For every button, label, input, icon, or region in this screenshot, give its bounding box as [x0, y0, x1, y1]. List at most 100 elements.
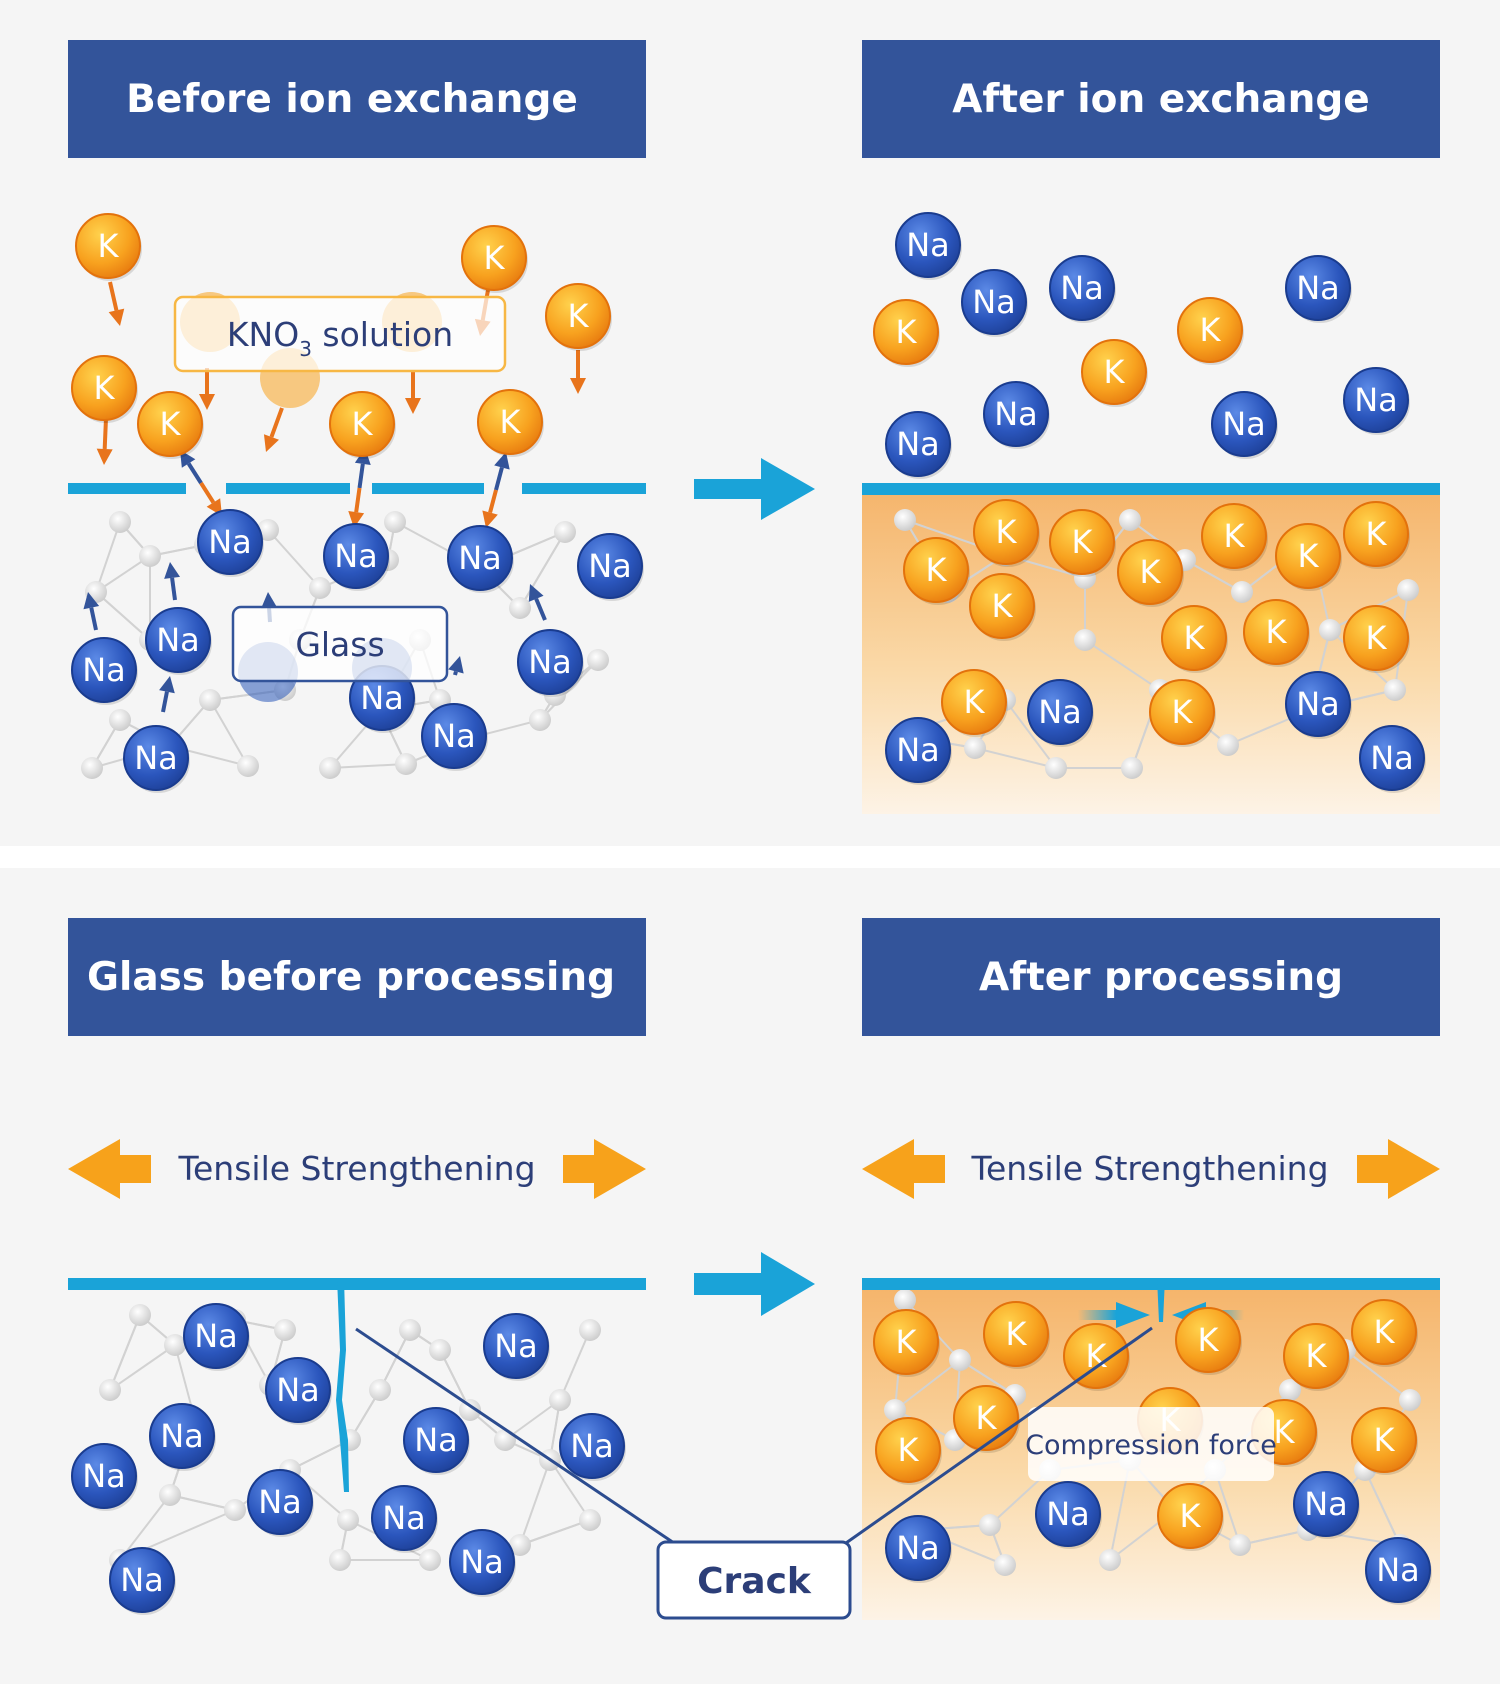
glass-node — [395, 753, 417, 775]
ion-label: Na — [1038, 693, 1082, 731]
ion-label: K — [1374, 1313, 1396, 1351]
potassium-ion: K — [1343, 501, 1410, 569]
ion-label: K — [1366, 515, 1388, 553]
exchange-arrow — [482, 452, 510, 528]
crack-callout: Crack — [656, 1540, 852, 1620]
ion-label: Na — [208, 523, 252, 561]
glass-node — [1319, 619, 1341, 641]
glass-node — [1397, 579, 1419, 601]
potassium-ion: K — [1157, 1483, 1224, 1551]
potassium-ion: K — [329, 391, 396, 459]
glass-surface-bottom-right — [862, 1278, 1440, 1290]
ion-label: K — [500, 403, 522, 441]
potassium-ion: K — [75, 213, 142, 281]
ion-label: Na — [156, 621, 200, 659]
potassium-ion: K — [983, 1301, 1050, 1369]
na-arrow-up — [528, 584, 547, 621]
ion-label: Na — [588, 547, 632, 585]
glass-bond — [974, 747, 1057, 769]
glass-node — [384, 511, 406, 533]
potassium-ion: K — [1177, 297, 1244, 365]
ion-label: Na — [906, 226, 950, 264]
title-glass-before-processing-text: Glass before processing — [87, 955, 615, 1000]
potassium-ion: K — [1175, 1307, 1242, 1375]
potassium-ion: K — [545, 283, 612, 351]
title-before-ion-exchange-text: Before ion exchange — [126, 77, 578, 122]
sodium-ion: Na — [403, 1407, 470, 1475]
k-arrow-down — [199, 368, 215, 410]
glass-surface-top-left — [68, 483, 646, 494]
sodium-ion: Na — [1359, 725, 1426, 793]
potassium-ion: K — [953, 1385, 1020, 1453]
glass-bond — [549, 1459, 591, 1521]
glass-bond — [1239, 1529, 1309, 1546]
glass-bond — [504, 1399, 561, 1441]
glass-bond — [95, 521, 121, 593]
glass-node — [1074, 629, 1096, 651]
glass-callout: Glass — [231, 605, 449, 683]
glass-bond — [1084, 639, 1161, 691]
ion-label: Na — [360, 679, 404, 717]
glass-node — [257, 519, 279, 541]
transition-arrow-top — [694, 458, 815, 520]
ion-label: Na — [134, 739, 178, 777]
sodium-ion: Na — [323, 523, 390, 591]
ion-label: Na — [258, 1483, 302, 1521]
ion-label: K — [1140, 553, 1162, 591]
ion-label: Na — [896, 425, 940, 463]
glass-node — [1099, 1549, 1121, 1571]
sodium-ion: Na — [449, 1529, 516, 1597]
compression-force-label: Compression force — [1025, 1430, 1277, 1461]
glass-node — [429, 1339, 451, 1361]
glass-node — [587, 649, 609, 671]
ion-label: Na — [1060, 269, 1104, 307]
ion-label: Na — [82, 651, 126, 689]
glass-bond — [439, 1349, 471, 1411]
glass-bond — [169, 1494, 236, 1511]
glass-node — [949, 1349, 971, 1371]
glass-node — [1231, 581, 1253, 603]
tensile-arrow-left-out-2 — [862, 1139, 945, 1199]
potassium-ion: K — [973, 499, 1040, 567]
crack-pointer-left — [355, 1327, 675, 1545]
glass-node — [237, 755, 259, 777]
sodium-ion: Na — [265, 1357, 332, 1425]
glass-node — [274, 1319, 296, 1341]
sodium-ion: Na — [1285, 255, 1352, 323]
glass-label: Glass — [295, 625, 384, 664]
ion-label: Na — [432, 717, 476, 755]
sodium-ion: Na — [483, 1313, 550, 1381]
ion-label: K — [1306, 1337, 1328, 1375]
ion-label: K — [1200, 311, 1222, 349]
svg-text:KNO3 solution: KNO3 solution — [227, 315, 453, 361]
glass-bond — [379, 1329, 411, 1391]
ion-label: Na — [458, 539, 502, 577]
tensile-arrow-left-out-1 — [68, 1139, 151, 1199]
sodium-ion: Na — [1293, 1471, 1360, 1539]
glass-node — [1119, 509, 1141, 531]
glass-bond — [539, 659, 599, 721]
ion-label: K — [352, 405, 374, 443]
glass-node — [1217, 734, 1239, 756]
ion-label: Na — [1046, 1495, 1090, 1533]
potassium-ion: K — [71, 355, 138, 423]
ion-label: K — [996, 513, 1018, 551]
sodium-ion: Na — [1343, 367, 1410, 435]
glass-node — [579, 1319, 601, 1341]
ion-label: K — [964, 683, 986, 721]
ion-label: Na — [82, 1457, 126, 1495]
ion-label: Na — [1296, 269, 1340, 307]
glass-node — [894, 509, 916, 531]
glass-node — [549, 1389, 571, 1411]
crack-label: Crack — [697, 1561, 812, 1602]
glass-node — [99, 1379, 121, 1401]
glass-node — [1384, 679, 1406, 701]
ion-label: K — [1072, 523, 1094, 561]
ion-label: Na — [570, 1427, 614, 1465]
section-divider — [0, 846, 1500, 868]
glass-node — [1045, 757, 1067, 779]
k-arrow-down — [96, 417, 113, 465]
sodium-ion: Na — [577, 533, 644, 601]
ion-label: Na — [120, 1561, 164, 1599]
